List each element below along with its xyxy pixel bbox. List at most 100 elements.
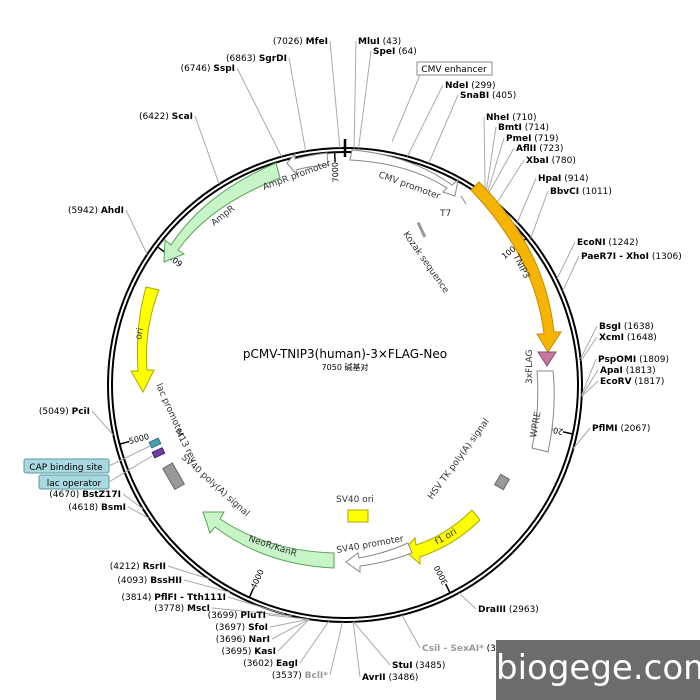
sv40-polya-box — [162, 462, 186, 491]
site-snabi: SnaBI (405) — [460, 91, 516, 101]
cmv-enhancer-box — [416, 61, 493, 76]
site-ndei: NdeI (299) — [445, 81, 496, 91]
site-xcmi: XcmI (1648) — [599, 333, 657, 343]
leader-eagi — [299, 621, 330, 664]
site-hpai: HpaI (914) — [538, 174, 588, 184]
cmv-promoter-arrow — [349, 149, 459, 197]
leader-pspomi — [581, 358, 597, 395]
tick-2000 — [562, 431, 573, 435]
site-econi: EcoNI (1242) — [577, 238, 638, 248]
sv40-ori-box — [347, 509, 369, 523]
site-msci: (3778) MscI — [154, 604, 210, 614]
hsv-tk-polya-box — [493, 473, 511, 491]
kozak-label: Kozak sequence — [401, 230, 451, 296]
tick-label-3000: 3000 — [432, 564, 449, 586]
tick-7000 — [333, 152, 336, 163]
leader-rsrii — [167, 565, 209, 580]
site-mfei: (7026) MfeI — [273, 37, 328, 47]
leader-xbai — [496, 159, 525, 204]
site-bcli: (3537) BclI* — [272, 671, 328, 681]
leader-nari — [271, 618, 310, 640]
leader-scai — [194, 115, 220, 185]
site-pflfi: (3814) PflFI - Tth111I — [121, 593, 226, 603]
leader-aflii — [486, 147, 515, 196]
leader-draiii — [458, 592, 477, 610]
sv40-promoter-arrow — [345, 542, 413, 573]
cap-binding-site-label: CAP binding site — [29, 463, 103, 473]
lac-operator-leader — [108, 455, 153, 483]
leader-paer7i — [562, 255, 580, 292]
lac-promoter-label: lac promoter — [153, 382, 186, 439]
f1-ori-arrow — [403, 509, 481, 566]
leader-bstz17i — [122, 493, 144, 510]
tick-label-7000: 7000 — [331, 162, 341, 183]
leader-sspi — [236, 67, 283, 157]
cap-site-box — [148, 437, 162, 449]
t7-label: T7 — [439, 209, 451, 219]
site-sgrdi: (6863) SgrDI — [226, 54, 287, 64]
ampr-arrow — [163, 162, 281, 263]
ori-arrow — [130, 286, 160, 394]
leader-sfoi — [269, 618, 309, 628]
leader-ahdi — [125, 209, 148, 255]
site-nhei: NheI (710) — [486, 113, 536, 123]
leader-nhei — [483, 116, 486, 194]
cap-binding-leader — [108, 445, 151, 467]
leader-pflmi — [572, 427, 591, 449]
wpre-label: WPRE — [529, 411, 543, 439]
site-pcii: (5049) PciI — [39, 407, 90, 417]
leader-pmei — [486, 137, 505, 196]
watermark: biogege.com — [496, 640, 700, 700]
cmv-enhancer-leader — [391, 74, 421, 143]
site-sfoi: (3697) SfoI — [215, 623, 268, 633]
site-mlui: MluI (43) — [358, 37, 401, 47]
leader-econi — [556, 241, 576, 280]
site-pflmi: PflMI (2067) — [592, 424, 650, 434]
wpre-arrow — [531, 370, 555, 453]
tick-3000 — [444, 583, 451, 594]
leader-bmti — [485, 126, 497, 195]
tick-label-4000: 4000 — [249, 568, 266, 590]
leader-kasi — [277, 618, 310, 652]
leader-ecorv — [581, 380, 599, 397]
site-labels: MluI (43)SpeI (64) NdeI (299)SnaBI (405) N… — [39, 37, 682, 683]
neor-kanr-arrow — [202, 511, 335, 569]
site-pspomi: PspOMI (1809) — [598, 355, 669, 365]
leader-sexai — [401, 614, 421, 649]
t7-mark — [460, 195, 467, 205]
site-spei: SpeI (64) — [373, 47, 417, 57]
site-bbvci: BbvCI (1011) — [550, 187, 612, 197]
leader-msci — [211, 607, 293, 617]
site-sspi: (6746) SspI — [181, 64, 235, 74]
leader-hpai — [516, 177, 537, 223]
site-bstz17i: (4670) BstZ17I — [49, 490, 121, 500]
leader-bsshii — [183, 579, 231, 593]
flag-tag — [537, 351, 557, 367]
tick-label-5000: 5000 — [128, 432, 150, 446]
leader-bbvci — [530, 190, 549, 239]
site-kasi: (3695) KasI — [221, 647, 276, 657]
site-pluti: (3699) PluTI — [208, 611, 266, 621]
site-bsgi: BsgI (1638) — [599, 322, 654, 332]
leader-snabi — [428, 94, 459, 164]
site-rsrii: (4212) RsrII — [110, 562, 166, 572]
plasmid-length: 7050 碱基对 — [322, 362, 369, 372]
leader-apai — [581, 369, 599, 396]
tick-5000 — [119, 440, 130, 445]
leader-mlui — [353, 40, 357, 149]
leader-bsmi — [127, 506, 150, 519]
hsv-tk-label: HSV TK poly(A) signal — [426, 417, 491, 502]
site-ecorv: EcoRV (1817) — [600, 377, 664, 387]
ampr-promoter-arrow — [286, 152, 329, 176]
site-apai: ApaI (1813) — [600, 366, 656, 376]
site-bsmi: (4618) BsmI — [68, 503, 126, 513]
leader-avrii — [352, 621, 361, 678]
site-paer7i: PaeR7I - XhoI (1306) — [581, 252, 682, 262]
leader-mfei — [329, 40, 341, 149]
site-eagi: (3602) EagI — [243, 659, 298, 669]
flag-label: 3xFLAG — [525, 350, 535, 384]
lac-operator-box — [151, 447, 166, 459]
site-pmei: PmeI (719) — [506, 134, 559, 144]
site-xbai: XbaI (780) — [526, 156, 576, 166]
